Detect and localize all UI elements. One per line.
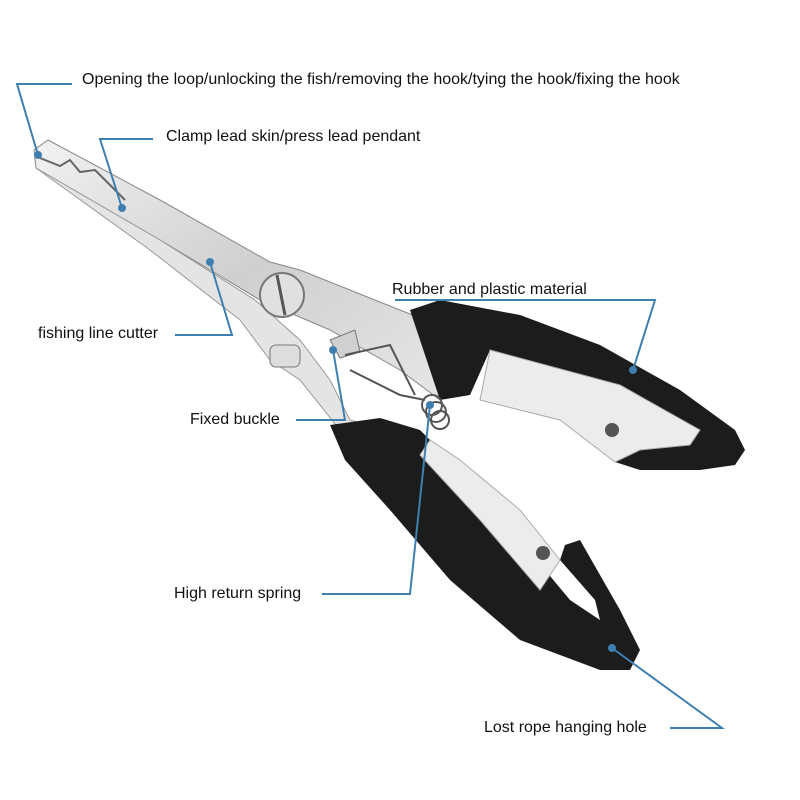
upper-jaw xyxy=(33,139,471,401)
label-spring: High return spring xyxy=(174,585,302,602)
leader-lines xyxy=(15,83,726,729)
leader-cutter xyxy=(175,261,234,336)
upper-grip xyxy=(410,300,745,470)
leader-clamp xyxy=(98,138,153,209)
leader-hole xyxy=(611,647,726,729)
lower-grip xyxy=(330,418,640,670)
leader-buckle xyxy=(296,349,347,421)
leader-opening xyxy=(15,83,72,156)
label-clamp: Clamp lead skin/press lead pendant xyxy=(166,128,421,145)
label-hole: Lost rope hanging hole xyxy=(484,719,647,736)
leader-spring xyxy=(322,404,431,595)
fixed-buckle xyxy=(269,344,301,368)
label-buckle: Fixed buckle xyxy=(190,411,280,428)
label-rubber: Rubber and plastic material xyxy=(392,281,587,298)
label-cutter: fishing line cutter xyxy=(38,325,159,342)
label-opening: Opening the loop/unlocking the fish/remo… xyxy=(82,71,680,88)
return-spring xyxy=(344,343,450,430)
leader-rubber xyxy=(395,299,657,371)
